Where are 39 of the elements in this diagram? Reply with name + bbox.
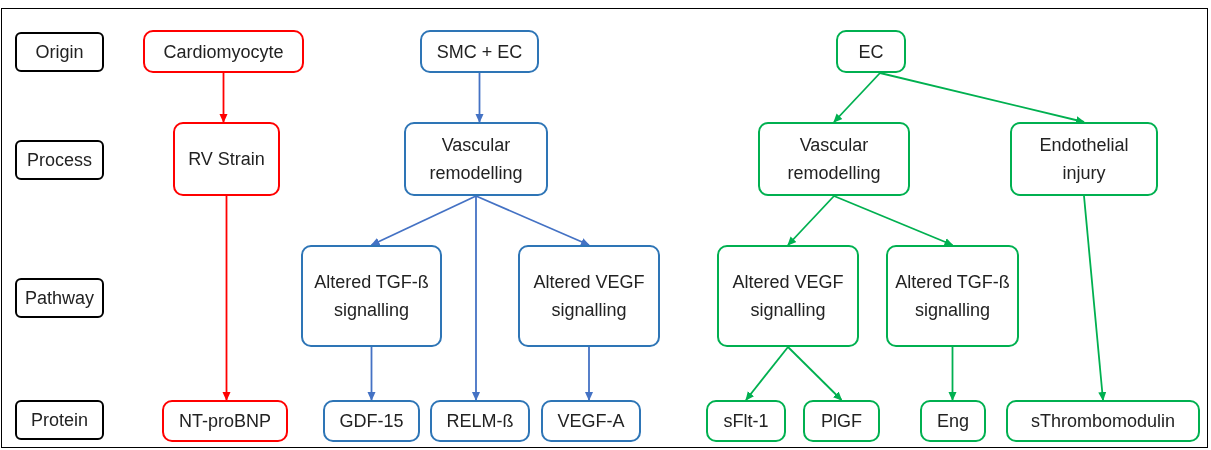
arrow [879,72,1085,124]
process-box: EC [836,30,906,73]
process-box: Altered TGF-ß signalling [886,245,1019,347]
process-box: Vascular remodelling [404,122,548,196]
arrow [219,72,228,123]
arrow [367,346,376,401]
process-box: NT-proBNP [162,400,288,442]
arrow [948,346,957,401]
arrow [833,72,881,123]
process-box: Altered VEGF signalling [717,245,859,347]
process-box: VEGF-A [541,400,641,442]
row-label-box: Process [15,140,104,180]
process-box: sFlt-1 [706,400,786,442]
arrow [585,346,593,401]
process-box: Endothelial injury [1010,122,1158,196]
arrow [787,195,835,246]
arrow [833,195,954,246]
process-box: Altered VEGF signalling [518,245,660,347]
arrow [475,72,484,123]
process-box: sThrombomodulin [1006,400,1200,442]
arrow [787,346,843,401]
arrow [745,346,789,401]
arrow [472,195,480,401]
row-label-box: Pathway [15,278,104,318]
process-box: RV Strain [173,122,280,196]
process-box: GDF-15 [323,400,420,442]
process-box: SMC + EC [420,30,539,73]
arrow [370,195,477,246]
process-box: RELM-ß [430,400,530,442]
process-box: Vascular remodelling [758,122,910,196]
process-box: PlGF [803,400,880,442]
arrow [1083,195,1107,401]
arrow [222,195,231,401]
process-box: Eng [920,400,986,442]
arrow [475,195,590,246]
row-label-box: Protein [15,400,104,440]
row-label-box: Origin [15,32,104,72]
process-box: Altered TGF-ß signalling [301,245,442,347]
process-box: Cardiomyocyte [143,30,304,73]
